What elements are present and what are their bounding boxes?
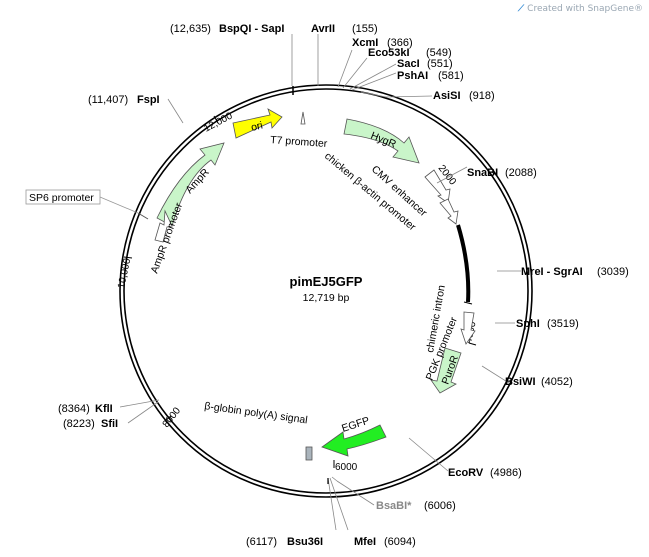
- snapgene-logo-icon: ⟋: [517, 4, 525, 14]
- site-bsu36i-position: (6117): [246, 536, 277, 548]
- site-mrei-sgrai-name: MreI - SgrAI: [521, 266, 583, 278]
- ori-feature: [232, 108, 283, 139]
- plasmid-name: pimEJ5GFP: [290, 274, 363, 289]
- site-bsiwi-position: (4052): [541, 376, 573, 388]
- site-avrii-position: (155): [352, 23, 378, 35]
- plasmid-size: 12,719 bp: [303, 292, 350, 304]
- site-bsabi-position: (6006): [424, 500, 456, 512]
- site-snabi-position: (2088): [505, 167, 537, 179]
- t7-promoter-feature: [300, 111, 306, 125]
- site-ecorv-name: EcoRV: [448, 467, 484, 479]
- bglobin-polya-feature: [305, 446, 313, 461]
- t7-promoter-label: T7 promoter: [270, 134, 328, 150]
- site-sphi-position: (3519): [547, 318, 579, 330]
- tick-mark-10000: [123, 256, 133, 259]
- puror-feature: [430, 347, 462, 394]
- site-asisi-position: (918): [469, 90, 495, 102]
- site-sfii-name: SfiI: [101, 418, 118, 430]
- site-bsu36i-name: Bsu36I: [287, 536, 323, 548]
- tick-label-12000: 12,000: [202, 110, 235, 134]
- egfp-feature: [321, 424, 387, 457]
- site-mrei-sgrai-position: (3039): [597, 266, 629, 278]
- credit-text: Created with SnapGene®: [527, 4, 643, 14]
- tick-label-6000: 6000: [335, 462, 358, 473]
- site-sphi-name: SphI: [516, 318, 540, 330]
- site-saci-position: (551): [427, 58, 453, 70]
- site-kfli-position: (8364): [58, 403, 90, 415]
- site-kfli-name: KflI: [95, 403, 113, 415]
- ampr-feature: [156, 142, 225, 227]
- site-fspi-name: FspI: [137, 94, 160, 106]
- chimeric-intron-feature: [456, 224, 471, 303]
- sp6-promoter-label: SP6 promoter: [29, 192, 94, 204]
- site-ecorv-position: (4986): [490, 467, 522, 479]
- cba-promoter-feature: [439, 198, 459, 225]
- site-avrii-name: AvrII: [311, 23, 335, 35]
- site-xcmi-position: (366): [387, 37, 413, 49]
- tick-mark-4000: [468, 342, 477, 346]
- site-pshai-position: (581): [438, 70, 464, 82]
- site-eco53ki-position: (549): [426, 47, 452, 59]
- hygr-label: HygR: [369, 130, 398, 151]
- ori-label: ori: [250, 119, 264, 133]
- tick-mark-12000: [213, 115, 219, 124]
- chimeric-intron-end: [463, 301, 473, 305]
- tick-mark-8000: [165, 415, 172, 421]
- cmv-enhancer-feature: [424, 169, 451, 204]
- site-snabi-name: SnaBI: [467, 167, 498, 179]
- tick-label-10000: 10,000: [116, 257, 133, 290]
- site-bspqi-sapi-name: BspQI - SapI: [219, 23, 284, 35]
- site-mfei-name: MfeI: [354, 536, 376, 548]
- site-eco53ki-name: Eco53kI: [368, 47, 410, 59]
- site-fspi-position: (11,407): [88, 94, 128, 106]
- site-bsabi-name: BsaBI*: [376, 500, 412, 512]
- site-saci-name: SacI: [397, 58, 420, 70]
- site-leader-lines: [119, 34, 521, 531]
- sp6-leader-line: [99, 196, 139, 214]
- site-bspqi-sapi-position: (12,635): [170, 23, 211, 35]
- site-mfei-position: (6094): [384, 536, 416, 548]
- snapgene-credit: ⟋Created with SnapGene®: [518, 4, 643, 14]
- pgk-promoter-feature: [460, 311, 476, 345]
- backbone-outer: [119, 84, 533, 498]
- site-pshai-name: PshAI: [397, 70, 428, 82]
- site-sfii-position: (8223): [63, 418, 95, 430]
- sp6-promoter-feature: [137, 212, 149, 220]
- ampr-promoter-feature: [154, 209, 173, 243]
- backbone-inner: [123, 88, 529, 494]
- tick-label-8000: 8000: [161, 405, 184, 430]
- site-asisi-name: AsiSI: [433, 90, 461, 102]
- site-bsiwi-name: BsiWI: [505, 376, 536, 388]
- site-xcmi-name: XcmI: [352, 37, 378, 49]
- bglobin-polya-label: β-globin poly(A) signal: [204, 400, 309, 426]
- hygr-feature: [343, 118, 420, 164]
